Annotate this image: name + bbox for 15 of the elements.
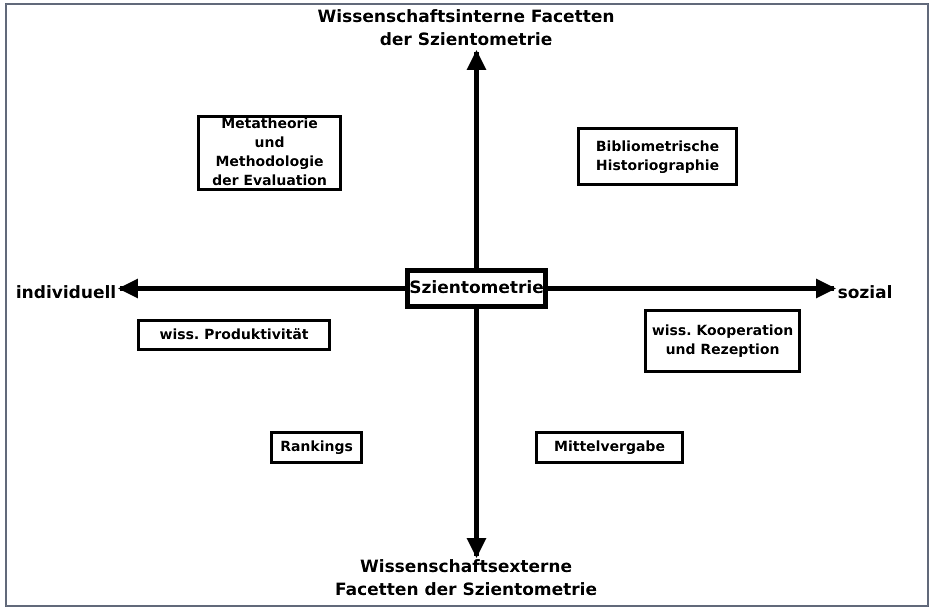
central-box: Szientometrie <box>405 268 548 309</box>
arrow <box>466 309 486 558</box>
topic-box: Metatheorie und Methodologie der Evaluation <box>197 115 342 191</box>
arrow <box>466 50 486 268</box>
arrow <box>118 278 405 298</box>
topic-box: Mittelvergabe <box>535 431 684 464</box>
axis-label: Wissenschaftsinterne Facetten der Szientometrie <box>316 6 616 52</box>
topic-box: wiss. Kooperation und Rezeption <box>644 309 801 373</box>
topic-box: Bibliometrische Historiographie <box>577 127 738 186</box>
axis-label: Wissenschaftsexterne Facetten der Szientometrie <box>316 556 616 602</box>
arrow <box>548 278 836 298</box>
topic-box: wiss. Produktivität <box>137 319 331 351</box>
axis-label: individuell <box>12 281 120 305</box>
topic-box: Rankings <box>270 431 363 464</box>
axis-label: sozial <box>834 281 896 305</box>
